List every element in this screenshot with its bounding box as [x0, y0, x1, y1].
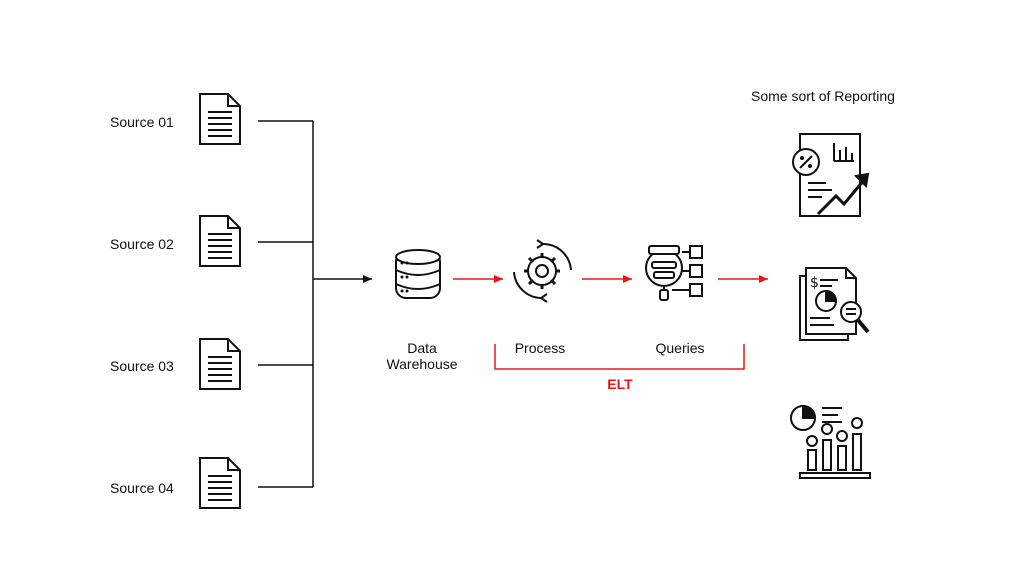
- dashboard-icon: [790, 404, 871, 479]
- source-04-document-icon: [199, 457, 241, 509]
- warehouse-label: Data Warehouse: [372, 340, 472, 372]
- elt-label: ELT: [607, 376, 633, 392]
- source-01-document-icon: [199, 93, 241, 145]
- financial-report-icon: $: [799, 267, 870, 341]
- source-03-label: Source 03: [110, 358, 174, 374]
- source-04-label: Source 04: [110, 480, 174, 496]
- warehouse-label-line1: Data: [407, 340, 437, 356]
- source-02-document-icon: [199, 215, 241, 267]
- source-connectors: [258, 120, 372, 488]
- source-01-label: Source 01: [110, 114, 174, 130]
- database-icon: [395, 249, 441, 299]
- elt-bracket: [494, 344, 745, 370]
- warehouse-label-line2: Warehouse: [386, 356, 458, 372]
- report-chart-icon: [792, 133, 870, 217]
- query-table-icon: [645, 245, 703, 301]
- process-label: Process: [514, 340, 566, 356]
- gear-cycle-icon: [513, 239, 572, 303]
- queries-label: Queries: [655, 340, 705, 356]
- svg-text:$: $: [810, 275, 819, 291]
- source-03-document-icon: [199, 338, 241, 390]
- reporting-title: Some sort of Reporting: [751, 88, 895, 104]
- source-02-label: Source 02: [110, 236, 174, 252]
